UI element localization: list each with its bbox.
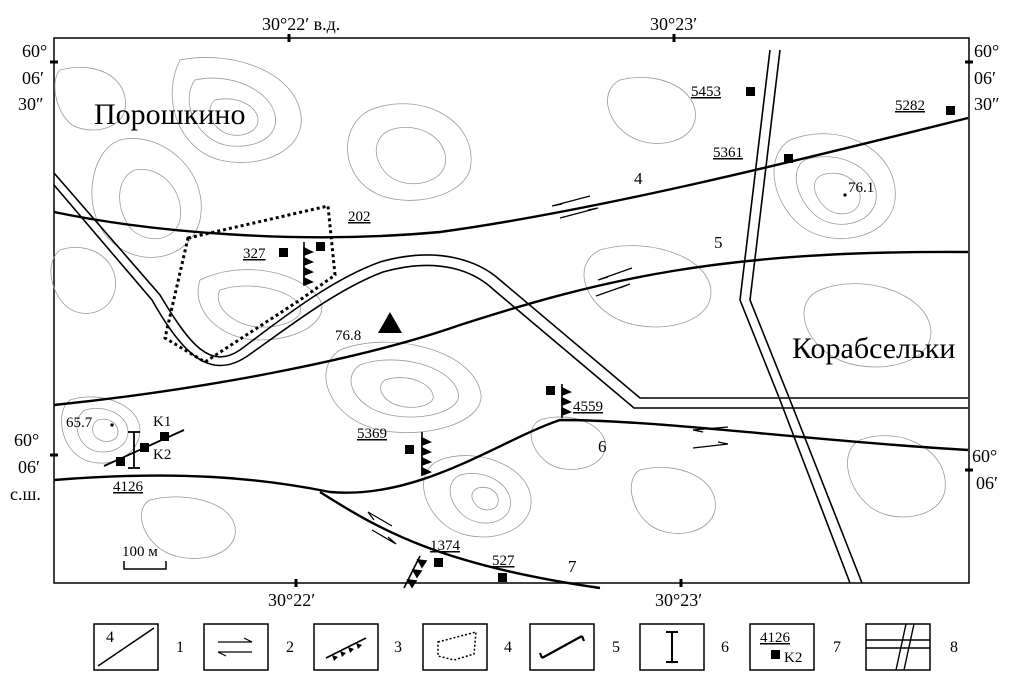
legend: 4 1 2 3 4 5 6 4126 K2 7 [93, 623, 958, 671]
legend-2-box [203, 623, 269, 671]
fault-7-number: 7 [568, 557, 577, 576]
sample-4126-label: 4126 [113, 479, 144, 495]
height-label-76-8: 76.8 [335, 328, 361, 344]
lat-top-min: 06′ [22, 68, 44, 88]
legend-1-number: 1 [176, 639, 184, 656]
right-bottom-min: 06′ [976, 473, 998, 493]
sample-5369-label: 5369 [357, 426, 387, 442]
scale-label: 100 м [122, 544, 158, 560]
displacement-arrows [367, 195, 729, 545]
sample-327-label: 327 [243, 246, 266, 262]
bottom-lon-label-2: 30°23′ [655, 590, 702, 610]
contour-lines [50, 57, 946, 559]
village-poroshkino-label: Порошкино [94, 98, 245, 131]
fault-lines [53, 116, 969, 590]
sample-1374-marker [434, 558, 443, 567]
legend-5-number: 5 [612, 639, 620, 656]
sample-k1-marker [160, 432, 169, 441]
sample-527-label: 527 [492, 553, 515, 569]
legend-4-dotted-outline-icon [437, 631, 477, 661]
area-202-outline [163, 204, 337, 364]
fault-7-line [319, 490, 601, 590]
legend-1-sample: 4 [106, 629, 114, 646]
map-frame [53, 37, 970, 584]
legend-4-box [422, 623, 488, 671]
bottom-lon-label-1: 30°22′ [268, 590, 315, 610]
sample-4559-marker [546, 386, 555, 395]
sample-5453-label: 5453 [691, 84, 721, 100]
right-bottom-deg: 60° [972, 446, 997, 466]
fault-6-number: 6 [598, 437, 607, 456]
thrust-symbols [303, 242, 572, 589]
sample-202-label: 202 [348, 209, 371, 225]
top-lon-label-1: 30°22′ в.д. [262, 14, 340, 34]
legend-8-road-icon [866, 623, 930, 671]
legend-7-sample-top: 4126 [760, 630, 791, 646]
lat-bottom-deg: 60° [14, 430, 39, 450]
sample-527-marker [498, 573, 507, 582]
legend-7-square-icon [771, 650, 780, 659]
legend-5-profile-icon [538, 635, 586, 659]
legend-6-i-beam-icon [666, 631, 678, 663]
lat-top-sec: 30″ [18, 94, 44, 114]
fault-5-line [53, 250, 969, 407]
right-top-deg: 60° [974, 41, 999, 61]
sample-k2-marker [140, 443, 149, 452]
legend-3-number: 3 [394, 639, 402, 656]
frame-ticks [50, 34, 973, 587]
top-lon-label-2: 30°23′ [650, 14, 697, 34]
sample-5453-marker [746, 87, 755, 96]
legend-7-sample-bottom: K2 [784, 650, 802, 666]
height-point-76-1 [843, 193, 847, 197]
right-top-min: 06′ [974, 68, 996, 88]
sample-points [116, 87, 955, 582]
legend-6-number: 6 [721, 639, 729, 656]
height-point-65-7 [110, 423, 114, 427]
village-korabselki-label: Корабсельки [792, 332, 955, 365]
height-label-65-7: 65.7 [66, 415, 93, 431]
right-top-sec: 30″ [974, 94, 1000, 114]
legend-2-arrows-icon [217, 637, 253, 657]
sample-5361-label: 5361 [713, 145, 743, 161]
fault-5-number: 5 [714, 233, 723, 252]
profile-k1-label: K1 [153, 414, 171, 430]
fault-6-line [53, 418, 969, 494]
legend-3-thrust-icon [332, 643, 362, 661]
height-label-76-1: 76.1 [848, 180, 874, 196]
sample-202-marker [316, 242, 325, 251]
legend-3-box [313, 623, 379, 671]
fault-4-line [53, 116, 969, 239]
legend-7-box [749, 623, 815, 671]
sample-1374-label: 1374 [430, 538, 461, 554]
scale-bar [123, 561, 167, 570]
legend-4-number: 4 [504, 639, 512, 656]
sample-327-marker [279, 248, 288, 257]
sample-5282-label: 5282 [895, 98, 925, 114]
lat-bottom-suffix: с.ш. [10, 484, 41, 504]
sample-4559-label: 4559 [573, 399, 603, 415]
sample-5361-marker [784, 154, 793, 163]
road-double-line [53, 49, 968, 584]
legend-2-number: 2 [286, 639, 294, 656]
sample-5369-marker [405, 445, 414, 454]
lat-bottom-min: 06′ [18, 457, 40, 477]
fault-4-number: 4 [634, 169, 643, 188]
legend-8-number: 8 [950, 639, 958, 656]
profile-k2-label: K2 [153, 447, 171, 463]
sample-5282-marker [946, 106, 955, 115]
sample-4126-marker [116, 457, 125, 466]
triangulation-point-icon [378, 312, 402, 333]
legend-7-number: 7 [833, 639, 841, 656]
lat-top-deg: 60° [22, 41, 47, 61]
